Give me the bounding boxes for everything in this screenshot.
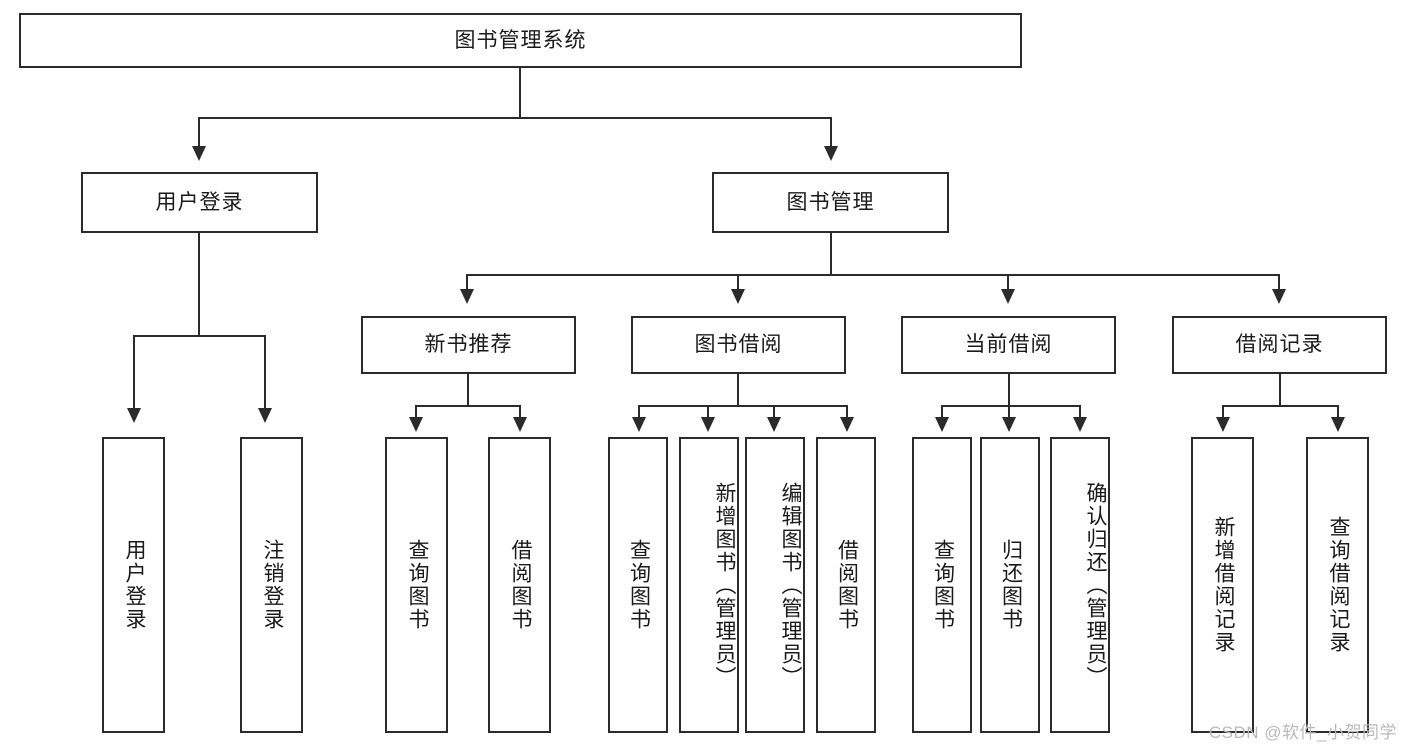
connector-to-borrow-record — [1278, 274, 1280, 290]
leaf-query-book-1[interactable]: 查询图书 — [385, 437, 448, 733]
connector-to-new-book-rec — [466, 274, 468, 290]
leaf-query-book-1-label: 查询图书 — [405, 539, 429, 631]
connector-book-borrow-c4 — [846, 405, 848, 418]
connector-to-book-borrow — [737, 274, 739, 290]
connector-current-borrow-c1 — [941, 405, 943, 418]
arrowhead-new-book-rec — [460, 289, 474, 304]
node-book-borrow-label: 图书借阅 — [694, 333, 783, 357]
node-user-login-label: 用户登录 — [155, 190, 244, 214]
leaf-add-book[interactable]: 新增图书（管理员） — [679, 437, 739, 733]
arrowhead-leaf-edit-book — [767, 417, 781, 432]
node-user-login[interactable]: 用户登录 — [81, 172, 318, 233]
connector-book-borrow-c3 — [773, 405, 775, 418]
leaf-confirm-return[interactable]: 确认归还（管理员） — [1050, 437, 1110, 733]
leaf-confirm-return-label: 确认归还（管理员） — [1084, 481, 1107, 689]
connector-current-borrow-bus — [941, 405, 1081, 407]
leaf-query-book-2-label: 查询图书 — [627, 539, 651, 631]
leaf-return-book[interactable]: 归还图书 — [980, 437, 1040, 733]
arrowhead-leaf-query-book-2 — [632, 417, 646, 432]
connector-book-borrow-c2 — [707, 405, 709, 418]
connector-new-book-rec-c1 — [415, 405, 417, 418]
connector-user-login-left — [133, 335, 135, 409]
connector-new-book-rec-stem — [467, 374, 469, 406]
arrowhead-leaf-return-book — [1002, 417, 1016, 432]
connector-book-borrow-bus — [638, 405, 848, 407]
connector-current-borrow-c3 — [1079, 405, 1081, 418]
leaf-query-book-3-label: 查询图书 — [931, 539, 955, 631]
arrowhead-leaf-borrow-book-2 — [840, 417, 854, 432]
connector-user-login-bus — [133, 335, 266, 337]
leaf-add-record[interactable]: 新增借阅记录 — [1191, 437, 1254, 733]
leaf-borrow-book-1[interactable]: 借阅图书 — [488, 437, 551, 733]
connector-book-manage-stem — [830, 233, 832, 275]
node-new-book-rec-label: 新书推荐 — [424, 333, 513, 357]
node-borrow-record-label: 借阅记录 — [1235, 333, 1324, 357]
arrowhead-user-login — [192, 146, 206, 161]
arrowhead-leaf-user-logout — [258, 408, 272, 423]
leaf-query-book-2[interactable]: 查询图书 — [608, 437, 668, 733]
leaf-user-login[interactable]: 用户登录 — [102, 437, 165, 733]
arrowhead-leaf-user-login — [127, 408, 141, 423]
leaf-add-record-label: 新增借阅记录 — [1211, 516, 1235, 654]
arrowhead-leaf-add-record — [1216, 417, 1230, 432]
arrowhead-leaf-query-book-3 — [935, 417, 949, 432]
connector-current-borrow-stem — [1008, 374, 1010, 406]
connector-book-manage-bus — [466, 274, 1280, 276]
node-borrow-record[interactable]: 借阅记录 — [1172, 316, 1387, 374]
leaf-edit-book-label: 编辑图书（管理员） — [779, 481, 802, 689]
leaf-query-record[interactable]: 查询借阅记录 — [1306, 437, 1369, 733]
arrowhead-leaf-confirm-return — [1073, 417, 1087, 432]
arrowhead-book-manage — [824, 146, 838, 161]
arrowhead-leaf-query-record — [1331, 417, 1345, 432]
connector-book-borrow-c1 — [638, 405, 640, 418]
connector-borrow-record-c1 — [1222, 405, 1224, 418]
connector-user-login-right — [264, 335, 266, 409]
watermark: CSDN @软件_小贺同学 — [1208, 723, 1397, 742]
connector-root-to-book-manage — [830, 117, 832, 147]
leaf-user-logout-label: 注销登录 — [260, 539, 284, 631]
arrowhead-current-borrow — [1001, 289, 1015, 304]
node-book-manage[interactable]: 图书管理 — [712, 172, 949, 233]
arrowhead-book-borrow — [731, 289, 745, 304]
leaf-return-book-label: 归还图书 — [999, 539, 1023, 631]
connector-borrow-record-c2 — [1337, 405, 1339, 418]
arrowhead-leaf-borrow-book-1 — [513, 417, 527, 432]
node-current-borrow[interactable]: 当前借阅 — [901, 316, 1116, 374]
leaf-edit-book[interactable]: 编辑图书（管理员） — [745, 437, 805, 733]
connector-book-borrow-stem — [737, 374, 739, 406]
leaf-query-book-3[interactable]: 查询图书 — [912, 437, 972, 733]
leaf-user-logout[interactable]: 注销登录 — [240, 437, 303, 733]
connector-borrow-record-bus — [1222, 405, 1339, 407]
connector-root-stem — [519, 68, 521, 118]
node-root[interactable]: 图书管理系统 — [19, 13, 1022, 68]
connector-root-to-user-login — [198, 117, 200, 147]
connector-to-current-borrow — [1007, 274, 1009, 290]
arrowhead-borrow-record — [1272, 289, 1286, 304]
leaf-query-record-label: 查询借阅记录 — [1326, 516, 1350, 654]
node-new-book-rec[interactable]: 新书推荐 — [361, 316, 576, 374]
leaf-user-login-label: 用户登录 — [122, 539, 146, 631]
connector-new-book-rec-bus — [415, 405, 520, 407]
leaf-borrow-book-2[interactable]: 借阅图书 — [816, 437, 876, 733]
node-book-borrow[interactable]: 图书借阅 — [631, 316, 846, 374]
arrowhead-leaf-add-book — [701, 417, 715, 432]
connector-user-login-stem — [198, 233, 200, 336]
leaf-add-book-label: 新增图书（管理员） — [713, 481, 736, 689]
leaf-borrow-book-1-label: 借阅图书 — [508, 539, 532, 631]
connector-new-book-rec-c2 — [519, 405, 521, 418]
node-root-label: 图书管理系统 — [454, 28, 587, 52]
connector-borrow-record-stem — [1279, 374, 1281, 406]
arrowhead-leaf-query-book-1 — [409, 417, 423, 432]
node-book-manage-label: 图书管理 — [786, 190, 875, 214]
connector-root-bus — [198, 117, 832, 119]
leaf-borrow-book-2-label: 借阅图书 — [835, 539, 859, 631]
connector-current-borrow-c2 — [1008, 405, 1010, 418]
node-current-borrow-label: 当前借阅 — [964, 333, 1053, 357]
